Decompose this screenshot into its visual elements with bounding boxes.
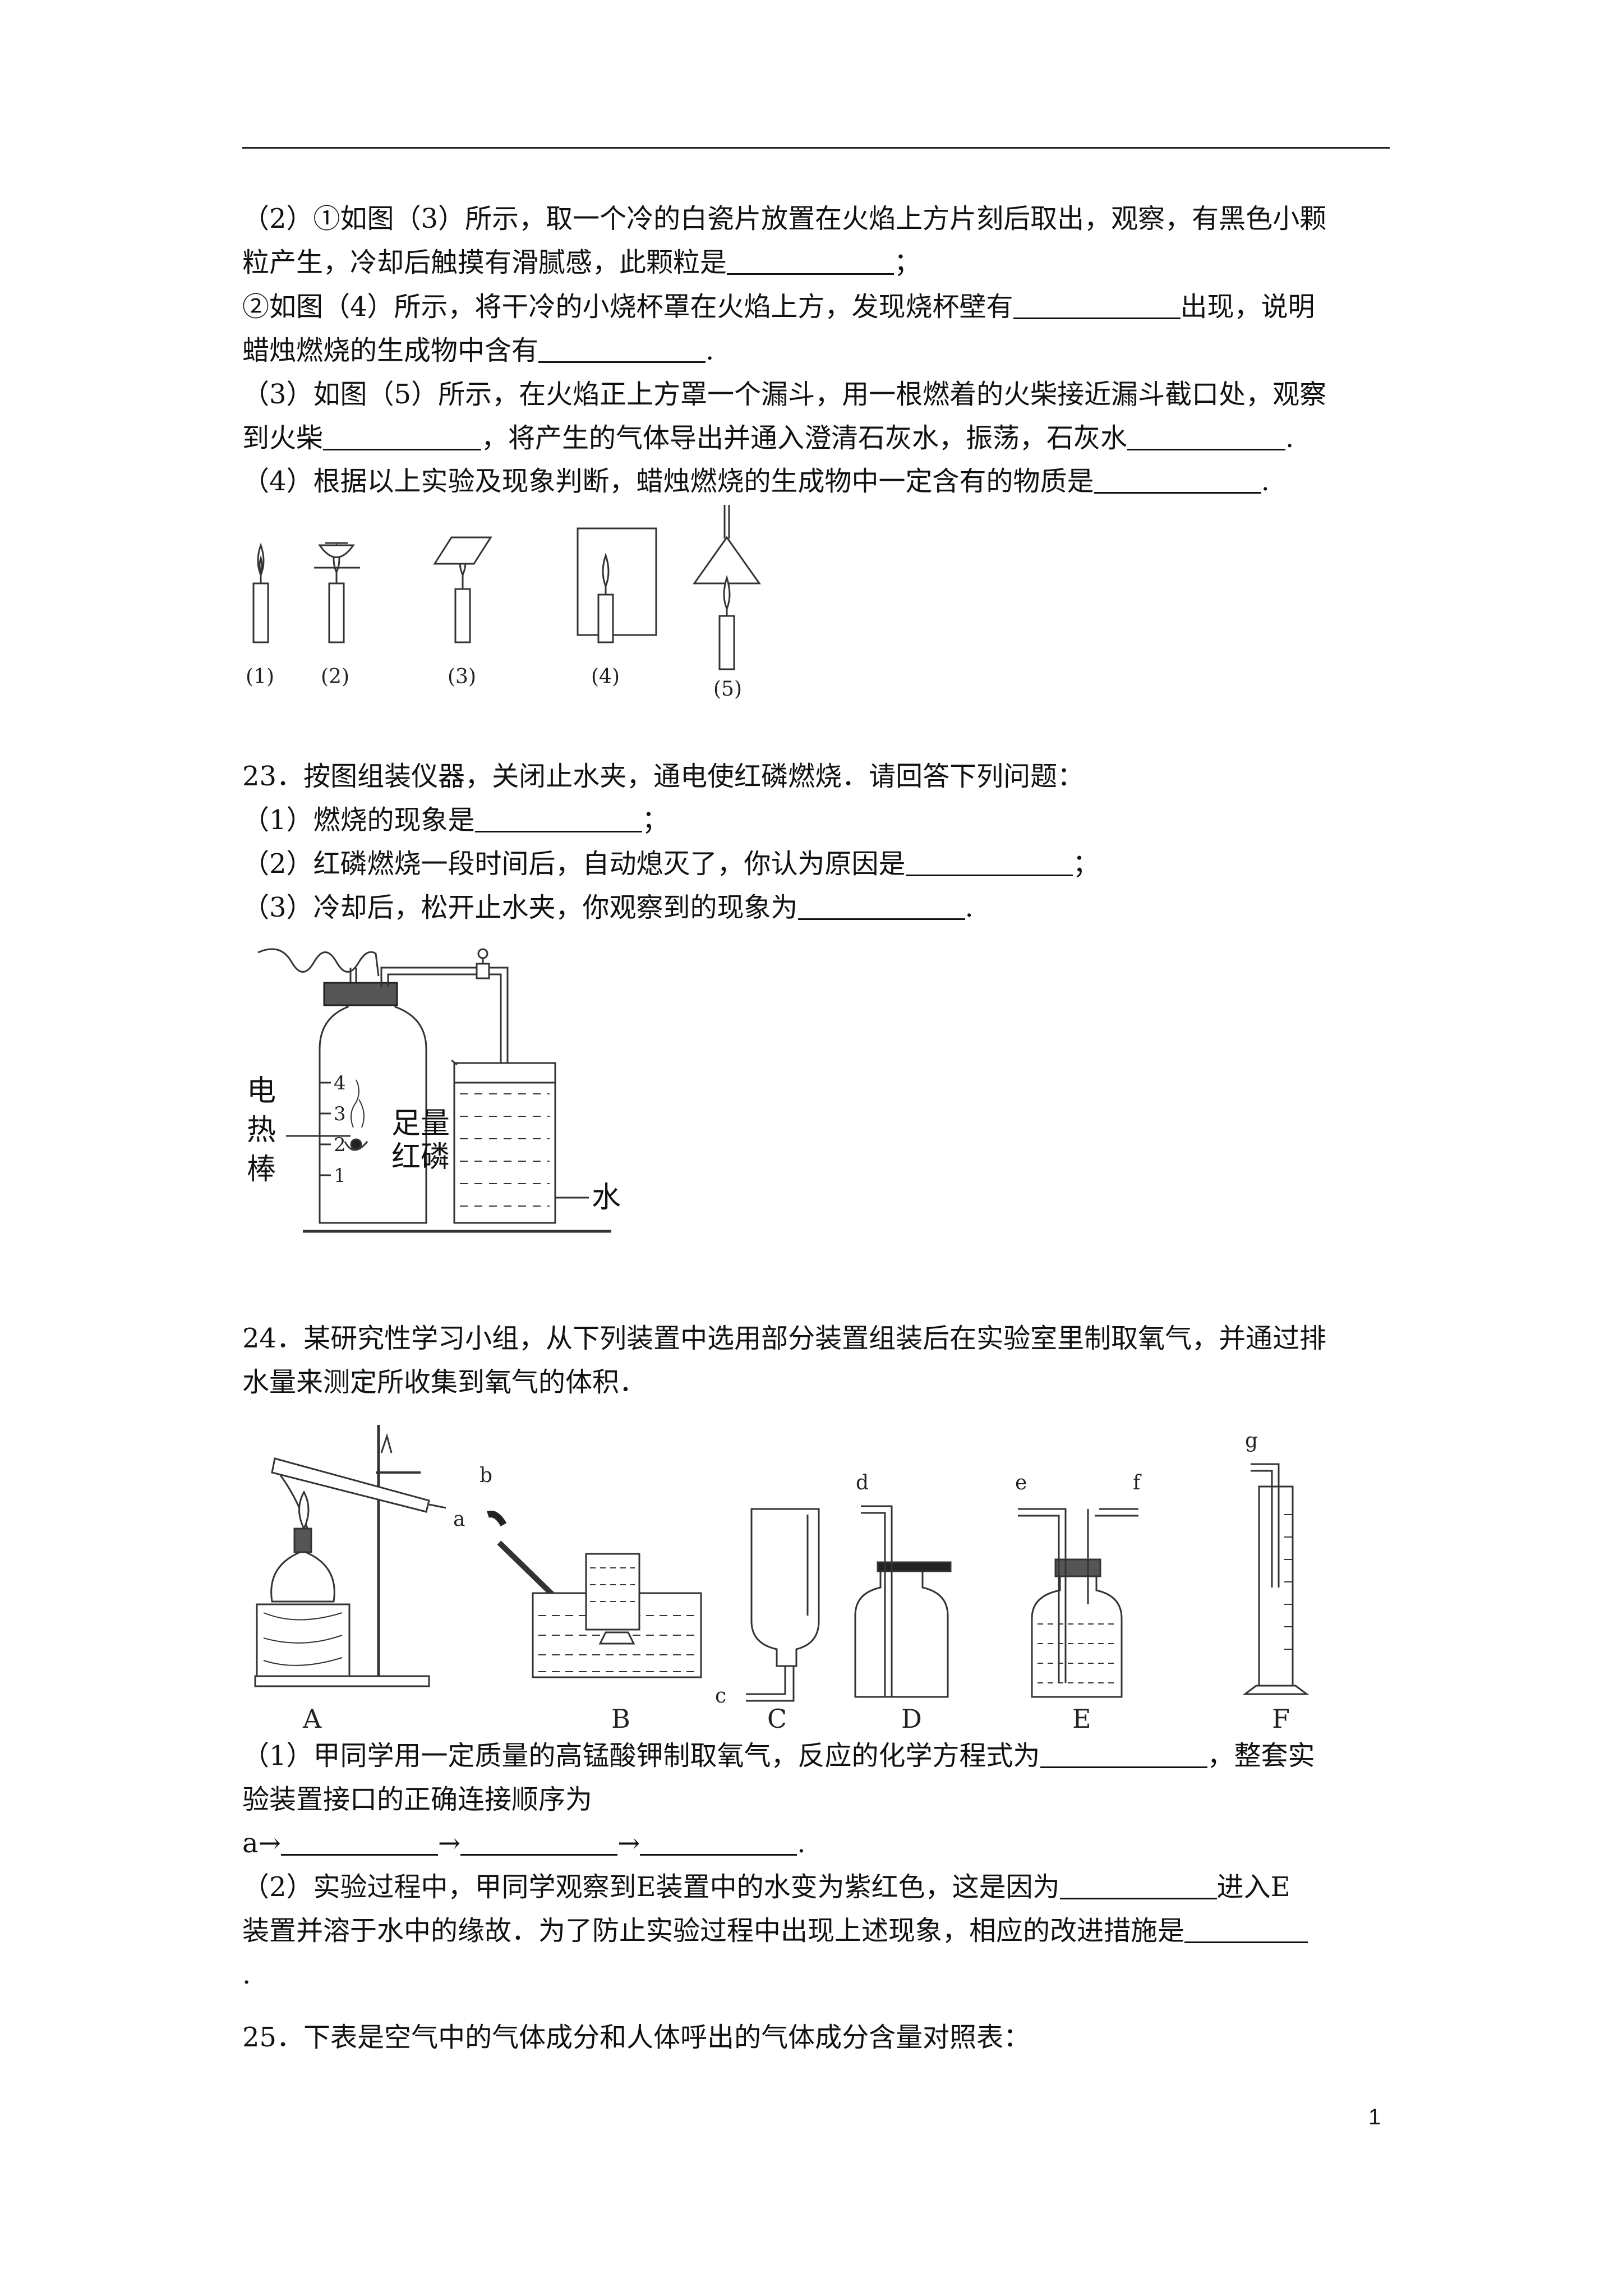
port-label: f xyxy=(1133,1471,1142,1494)
answer-blank[interactable] xyxy=(1040,1742,1207,1768)
apparatus-f xyxy=(1242,1463,1310,1695)
q24-part2-line3: . xyxy=(242,1959,251,1990)
rod-label: 棒 xyxy=(247,1153,276,1186)
figure-label: (5) xyxy=(713,678,742,701)
answer-blank[interactable] xyxy=(905,850,1073,876)
apparatus-label: D xyxy=(901,1704,922,1733)
scale-mark: 3 xyxy=(334,1103,346,1125)
q24-title-line2: 水量来测定所收集到氧气的体积． xyxy=(242,1366,647,1398)
answer-blank[interactable] xyxy=(727,249,895,275)
scale-mark: 2 xyxy=(334,1134,346,1156)
apparatus-label: C xyxy=(767,1704,787,1733)
q22-part2-line4: 蜡烛燃烧的生成物中含有. xyxy=(242,335,714,366)
water-label: 水 xyxy=(592,1181,621,1214)
q24-part2-line1: （2）实验过程中，甲同学观察到E装置中的水变为紫红色，这是因为进入E xyxy=(242,1871,1290,1903)
answer-blank[interactable] xyxy=(323,424,482,450)
figure-label: (4) xyxy=(591,665,620,688)
scale-mark: 1 xyxy=(334,1165,346,1187)
q22-part3-line2: 到火柴，将产生的气体导出并通入澄清石灰水，振荡，石灰水. xyxy=(242,422,1294,454)
q23-part3: （3）冷却后，松开止水夹，你观察到的现象为. xyxy=(242,892,974,923)
q22-part4-line: （4）根据以上实验及现象判断，蜡烛燃烧的生成物中一定含有的物质是. xyxy=(242,466,1270,497)
q23-part2: （2）红磷燃烧一段时间后，自动熄灭了，你认为原因是； xyxy=(242,848,1100,880)
answer-blank[interactable] xyxy=(797,894,965,920)
answer-blank[interactable] xyxy=(538,337,706,363)
apparatus-b xyxy=(487,1511,702,1678)
figure-label: (2) xyxy=(321,665,349,688)
port-label: g xyxy=(1245,1429,1258,1452)
q23-title: 23．按图组装仪器，关闭止水夹，通电使红磷燃烧．请回答下列问题： xyxy=(242,761,1085,792)
q24-part1-line3: a→→→. xyxy=(242,1828,806,1859)
apparatus-label: A xyxy=(302,1704,322,1733)
apparatus-d xyxy=(854,1505,952,1698)
q24-part1-line2: 验装置接口的正确连接顺序为 xyxy=(242,1784,593,1815)
apparatus-e xyxy=(1018,1508,1138,1698)
apparatus-label: E xyxy=(1072,1704,1091,1733)
rod-label: 热 xyxy=(247,1114,276,1147)
candle-figure-3 xyxy=(433,536,492,643)
answer-blank[interactable] xyxy=(280,1829,438,1856)
phosphorus-label: 红磷 xyxy=(391,1140,450,1174)
port-label: a xyxy=(453,1508,465,1531)
red-phosphorus-apparatus-figure: 4 3 2 1 电 xyxy=(241,942,667,1257)
q24-title-line1: 24．某研究性学习小组，从下列装置中选用部分装置组装后在实验室里制取氧气，并通过… xyxy=(242,1323,1327,1354)
page-number: 1 xyxy=(1368,2105,1381,2129)
port-label: e xyxy=(1015,1471,1027,1494)
apparatus-label: B xyxy=(611,1704,630,1733)
candle-figure-5 xyxy=(693,505,761,670)
candle-figure-1 xyxy=(252,542,269,643)
answer-blank[interactable] xyxy=(460,1829,618,1856)
apparatus-c xyxy=(746,1508,820,1702)
q24-part1-line1: （1）甲同学用一定质量的高锰酸钾制取氧气，反应的化学方程式为，整套实 xyxy=(242,1740,1315,1772)
q23-part1: （1）燃烧的现象是； xyxy=(242,804,669,836)
q22-part2-line1: （2）①如图（3）所示，取一个冷的白瓷片放置在火焰上方片刻后取出，观察，有黑色小… xyxy=(242,203,1327,234)
figure-label: (3) xyxy=(448,665,476,688)
header-rule xyxy=(242,147,1390,149)
q24-part2-line2: 装置并溶于水中的缘故．为了防止实验过程中出现上述现象，相应的改进措施是 xyxy=(242,1913,1308,1949)
answer-blank[interactable] xyxy=(1184,1917,1308,1943)
rod-label: 电 xyxy=(247,1074,276,1108)
answer-blank[interactable] xyxy=(474,806,642,832)
answer-blank[interactable] xyxy=(1094,467,1261,494)
answer-blank[interactable] xyxy=(1013,293,1181,319)
q25-title: 25．下表是空气中的气体成分和人体呼出的气体成分含量对照表： xyxy=(242,2022,1031,2053)
answer-blank[interactable] xyxy=(1127,424,1286,450)
phosphorus-label: 足量 xyxy=(391,1107,450,1140)
q22-part3-line1: （3）如图（5）所示，在火焰正上方罩一个漏斗，用一根燃着的火柴接近漏斗截口处，观… xyxy=(242,379,1327,410)
figure-label: (1) xyxy=(246,665,274,688)
answer-blank[interactable] xyxy=(640,1829,797,1856)
apparatus-label: F xyxy=(1272,1704,1290,1733)
candle-experiment-figure: (1) (2) (3) (4) (5) xyxy=(236,494,796,707)
oxygen-apparatus-figure: a b c d e f g A B C D E F xyxy=(241,1419,1374,1733)
candle-figure-2 xyxy=(314,542,360,643)
scale-mark: 4 xyxy=(334,1072,346,1094)
q22-part2-line3: ②如图（4）所示，将干冷的小烧杯罩在火焰上方，发现烧杯壁有出现，说明 xyxy=(242,291,1315,323)
apparatus-a xyxy=(254,1425,446,1687)
port-label: c xyxy=(715,1685,726,1708)
q22-part2-line2: 粒产生，冷却后触摸有滑腻感，此颗粒是； xyxy=(242,247,921,278)
port-label: d xyxy=(856,1471,869,1494)
answer-blank[interactable] xyxy=(1059,1873,1217,1899)
candle-figure-4 xyxy=(577,527,657,643)
port-label: b xyxy=(479,1464,492,1487)
